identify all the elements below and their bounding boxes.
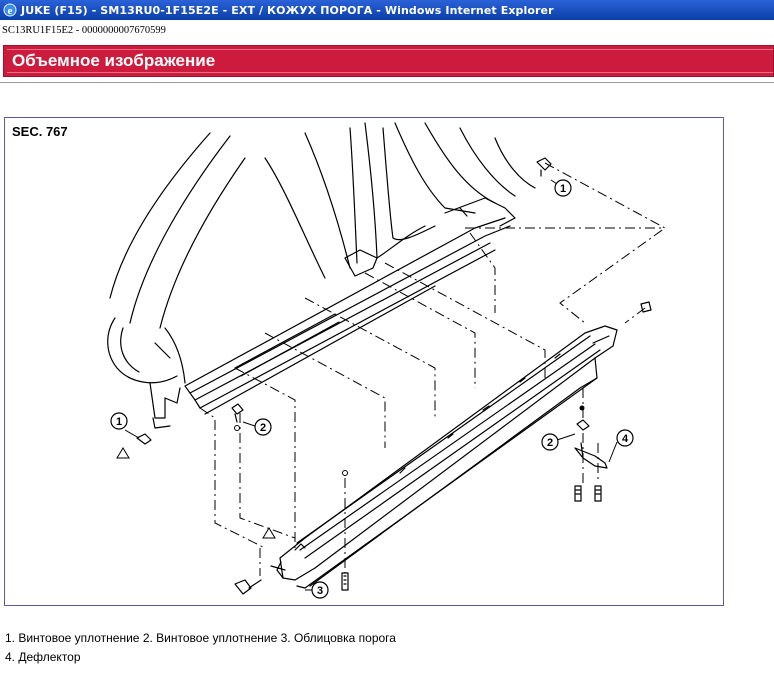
- callout-2-left: 2: [260, 422, 266, 434]
- window-titlebar[interactable]: e JUKE (F15) - SM13RU0-1F15E2E - EXT / К…: [0, 0, 774, 20]
- document-id: SC13RU1F15E2 - 0000000007670599: [2, 25, 166, 36]
- divider: [0, 82, 774, 83]
- legend-line: 1. Винтовое уплотнение 2. Винтовое уплот…: [5, 631, 396, 645]
- window-title: JUKE (F15) - SM13RU0-1F15E2E - EXT / КОЖ…: [21, 3, 554, 17]
- callout-1-top: 1: [560, 183, 566, 195]
- svg-text:e: e: [8, 5, 13, 17]
- callout-1-left: 1: [116, 416, 122, 428]
- legend-line: 4. Дефлектор: [5, 650, 81, 664]
- callout-2-right: 2: [547, 437, 553, 449]
- parts-legend: 1. Винтовое уплотнение 2. Винтовое уплот…: [5, 629, 396, 667]
- ie-icon: e: [3, 3, 17, 17]
- section-code-label: SEC. 767: [12, 124, 68, 139]
- exploded-diagram: 1 1 2 2 3 4 SEC. 767: [4, 117, 724, 606]
- diagram-drawing: 1 1 2 2 3 4: [107, 122, 666, 599]
- section-header: Объемное изображение: [3, 45, 774, 77]
- callout-4: 4: [622, 433, 629, 445]
- callout-3: 3: [317, 585, 323, 597]
- section-title: Объемное изображение: [12, 51, 216, 70]
